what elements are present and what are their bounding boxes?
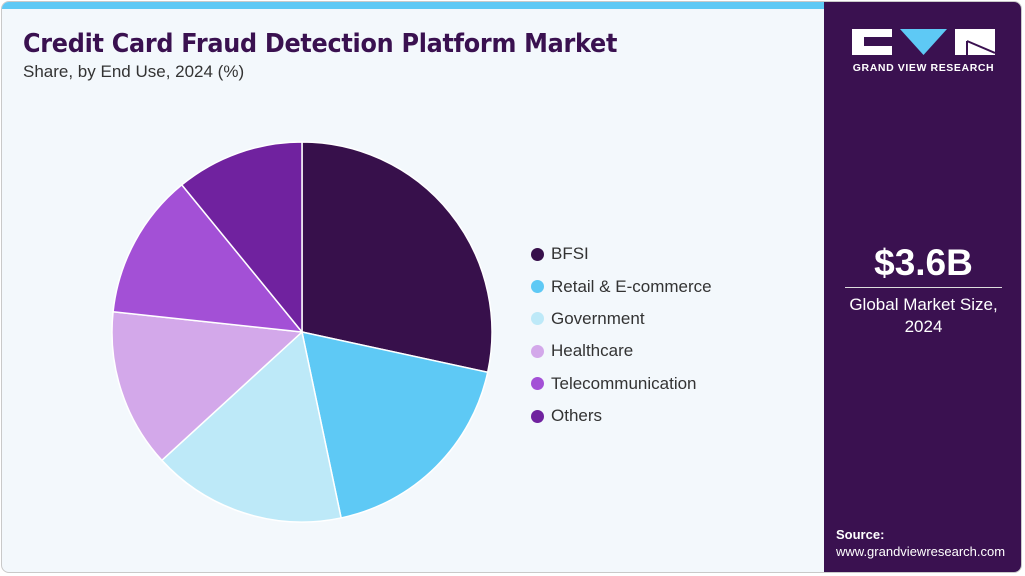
brand-panel: GRAND VIEW RESEARCH $3.6B Global Market … xyxy=(824,2,1021,572)
legend-swatch-icon xyxy=(531,409,544,423)
chart-subtitle: Share, by End Use, 2024 (%) xyxy=(23,62,245,81)
pie-slice-bfsi xyxy=(301,141,493,374)
pie-slice-retail-e-commerce xyxy=(301,331,489,519)
legend-label: BFSI xyxy=(551,244,589,264)
logo-text: GRAND VIEW RESEARCH xyxy=(852,62,995,74)
legend-label: Others xyxy=(551,406,603,426)
legend-label: Telecommunication xyxy=(551,373,697,393)
market-size-value: $3.6B xyxy=(874,242,973,283)
pie-slice-healthcare xyxy=(111,310,304,462)
legend-item: Others xyxy=(531,400,712,432)
legend-item: Healthcare xyxy=(531,335,712,367)
legend-swatch-icon xyxy=(531,280,544,294)
pie-slice-telecommunication xyxy=(112,183,304,333)
source-label: Source: xyxy=(836,527,885,542)
legend-swatch-icon xyxy=(531,247,544,261)
legend-swatch-icon xyxy=(531,344,544,358)
pie-chart xyxy=(111,141,493,523)
source-link[interactable]: www.grandviewresearch.com xyxy=(836,544,1006,559)
grand-view-research-logo xyxy=(852,29,995,55)
market-size-label: Global Market Size, 2024 xyxy=(824,294,1021,338)
legend-item: BFSI xyxy=(531,238,712,270)
accent-bar xyxy=(2,2,824,9)
legend-item: Retail & E-commerce xyxy=(531,270,712,302)
pie-slice-others xyxy=(180,141,303,335)
legend-label: Retail & E-commerce xyxy=(551,276,712,296)
legend-swatch-icon xyxy=(531,377,544,391)
chart-title: Credit Card Fraud Detection Platform Mar… xyxy=(23,29,618,59)
pie-slice-government xyxy=(160,330,343,523)
legend-label: Government xyxy=(551,308,645,328)
legend-swatch-icon xyxy=(531,312,544,326)
legend-label: Healthcare xyxy=(551,341,634,361)
market-size-label-line1: Global Market Size, xyxy=(849,295,998,314)
market-size-label-line2: 2024 xyxy=(904,317,943,336)
divider xyxy=(845,287,1002,288)
legend-item: Telecommunication xyxy=(531,368,712,400)
legend-item: Government xyxy=(531,303,712,335)
